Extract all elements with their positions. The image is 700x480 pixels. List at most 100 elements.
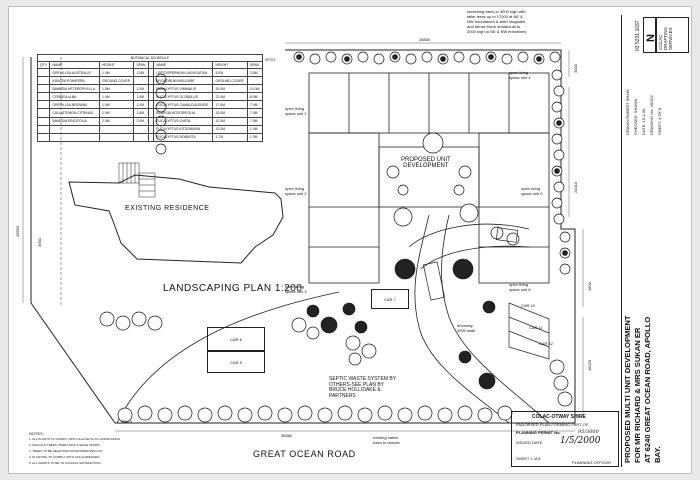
schedule-cell: BANKSIA HETEROPHYLLA <box>49 84 101 94</box>
driveway-label: driveway 3000 wide <box>457 323 476 333</box>
dim-top-left-bearing: 90°01' <box>265 57 277 62</box>
schedule-cell: 7.0M <box>246 108 264 118</box>
checked-by: CHECKED: SHAWN <box>633 98 638 135</box>
company-logo: COLAC DRAFTING SERVICES <box>655 17 689 53</box>
schedule-cell: 1.0M <box>99 100 135 110</box>
schedule-cell: MYOPORUM INSULARE <box>153 76 214 86</box>
schedule-cell: EUCALYPTUS GLOBULUS <box>153 92 214 102</box>
car-space-7: CAR 7 <box>371 289 409 309</box>
dim-right-top: 3000 <box>573 64 578 73</box>
schedule-title: BOTANICAL SCHEDULE <box>37 54 263 62</box>
schedule-cell: GREVILLEA AUSTRALIS <box>49 67 101 78</box>
schedule-cell: EUCALYPTUS CAMALDULENSIS <box>153 100 214 110</box>
schedule-header: SPAN <box>246 61 264 69</box>
botanical-schedule: BOTANICAL SCHEDULE QTY NAME HEIGHT SPAN … <box>36 54 264 142</box>
schedule-cell <box>36 100 51 110</box>
schedule-header: SPAN <box>133 61 149 69</box>
notes-block: NOTES: 1. ALL PLANTS TO COMPLY WITH CLAU… <box>29 431 120 471</box>
dim-right-mid: 24410 <box>573 181 578 193</box>
note-line: 3. TREES TO BE SELECTED FROM APPROVED LI… <box>29 449 103 453</box>
schedule-cell: 1.0M <box>99 67 135 78</box>
stamp-permit-no: 95/3000 <box>578 429 599 435</box>
schedule-cell: BANKSIA INTEGRIFOLIA <box>153 108 214 118</box>
open-space-unit-1: open living space unit 1 <box>285 106 307 116</box>
schedule-cell: 12.0M <box>212 116 248 126</box>
note-line: 4. PLANTING TO COMPLY WITH CFA GUIDELINE… <box>29 455 100 459</box>
schedule-cell: 2.0M <box>133 116 149 126</box>
car-space-11: CAR 11 <box>529 325 543 330</box>
schedule-cell <box>36 108 51 118</box>
drawing-sheet: BOTANICAL SCHEDULE QTY NAME HEIGHT SPAN … <box>8 6 692 474</box>
schedule-cell: 1.5M <box>99 84 135 94</box>
schedule-cell: 17.0M <box>212 100 248 110</box>
schedule-cell: GROUND COVER <box>99 76 135 86</box>
site-boundary <box>30 49 576 424</box>
schedule-cell <box>133 132 149 142</box>
schedule-cell: 1.0M <box>99 92 135 102</box>
open-space-unit-6: open living space unit 6 <box>509 282 531 292</box>
drawing-date: DATE: 16-1-00 <box>641 108 646 135</box>
schedule-cell: 15.0M <box>212 108 248 118</box>
schedule-cell: 2.0M <box>99 108 135 118</box>
schedule-cell: 10.0M <box>246 84 264 94</box>
north-symbol: N <box>643 17 657 53</box>
schedule-cell: 7.0M <box>246 116 264 126</box>
schedule-cell <box>133 76 149 86</box>
proposed-unit-label: PROPOSED UNIT DEVELOPMENT <box>401 157 451 169</box>
schedule-cell: CORREA ALBA <box>49 92 101 102</box>
schedule-cell <box>99 124 135 134</box>
dim-bottom-road: 36580 <box>281 433 293 438</box>
schedule-cell: 5.0M <box>212 67 248 78</box>
schedule-header-row: QTY NAME HEIGHT SPAN NAME HEIGHT SPAN <box>36 61 264 69</box>
schedule-cell: 3.7M <box>212 132 248 142</box>
schedule-cell <box>99 132 135 142</box>
stamp-sheet: SHEET 1 of 8 <box>516 456 541 461</box>
great-ocean-road-label: GREAT OCEAN ROAD <box>253 449 356 459</box>
existing-residence-label: EXISTING RESIDENCE <box>125 205 210 212</box>
note-line: NOTES: <box>29 431 44 436</box>
septic-note: SEPTIC WASTE SYSTEM BY OTHERS-SEE PLAN B… <box>329 376 397 399</box>
schedule-cell <box>36 76 51 86</box>
schedule-cell: 1.5M <box>133 108 149 118</box>
note-line: 2. MULCH TO BEDS 75MM THICK & EDGE STRIP… <box>29 443 100 447</box>
schedule-cell: 3.5M <box>246 67 264 78</box>
schedule-cell <box>246 76 264 86</box>
schedule-cell <box>36 132 51 142</box>
schedule-header: HEIGHT <box>99 61 135 69</box>
dimension-lines <box>22 42 584 432</box>
schedule-cell: 1.0M <box>246 132 264 142</box>
stamp-date-label: ISSUED DATE <box>516 440 543 445</box>
schedule-cell: EUCALYPTUS VIMINALIS <box>153 84 214 94</box>
schedule-header: QTY <box>36 61 51 69</box>
dim-right-lower: 1800 <box>587 282 592 291</box>
schedule-cell: KUNZEA POMIFERA <box>49 76 101 86</box>
feature-trees <box>296 54 568 390</box>
stamp-officer: PLANNING OFFICER <box>572 460 612 465</box>
schedule-cell <box>36 84 51 94</box>
dim-right-bottom: 16020 <box>587 359 592 371</box>
open-space-unit-3: open living space unit 3 <box>285 284 307 294</box>
car-space-6: CAR 6 <box>207 327 265 351</box>
stamp-line1: ENDORSED PLAN FORMING PART OF <box>516 422 589 427</box>
landscaping-plan-title: LANDSCAPING PLAN 1:200 <box>163 283 303 294</box>
schedule-cell <box>36 67 51 78</box>
schedule-cell: 2.0M <box>99 116 135 126</box>
sheet-number: SHEET: 4 OF 8 <box>657 107 662 135</box>
schedule-cell <box>49 124 101 134</box>
proposed-units <box>308 72 550 284</box>
dim-bottom-left: 33010 <box>121 419 133 424</box>
schedule-cell <box>49 132 101 142</box>
schedule-cell: EUCALYPTUS OVATA <box>153 116 214 126</box>
driveway <box>116 214 550 424</box>
dim-left-side: 3000 <box>37 238 42 247</box>
schedule-header: NAME <box>49 61 101 69</box>
company-phone: 03 5231 1037 <box>635 20 641 51</box>
